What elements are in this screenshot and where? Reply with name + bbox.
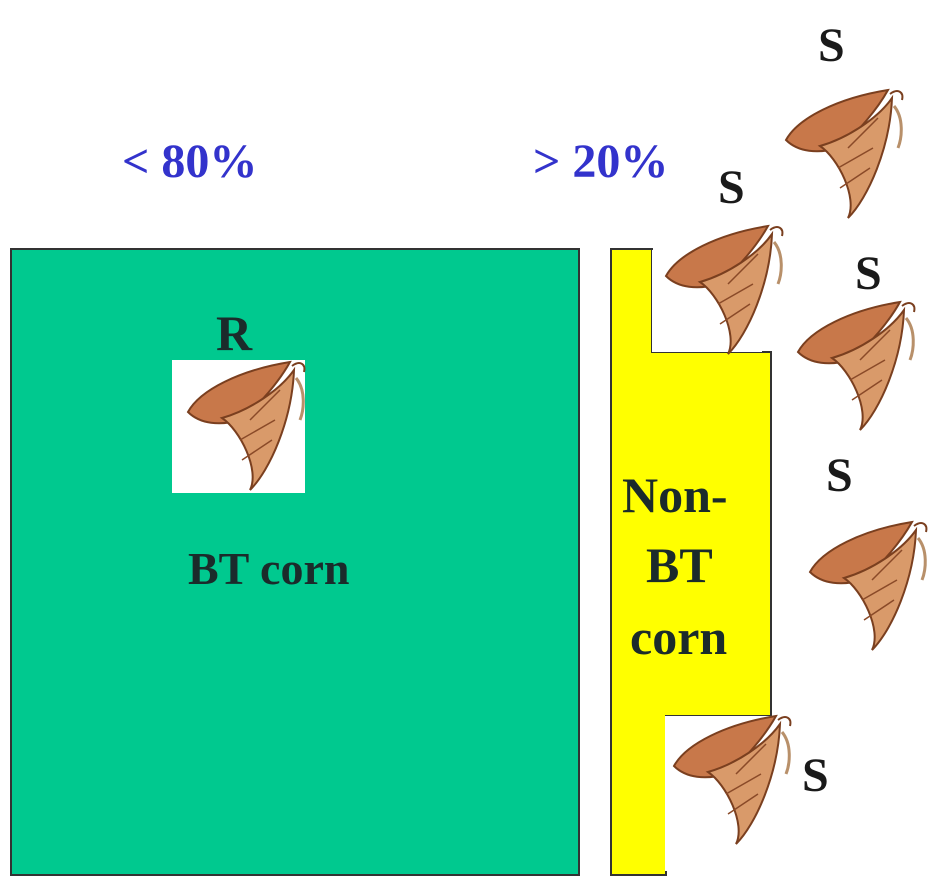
resistant-moth-label: R [216, 305, 253, 361]
susceptible-label-2: S [718, 161, 745, 214]
bt-corn-label: BT corn [188, 543, 350, 594]
non-bt-corn-label-line-2: BT [646, 537, 713, 593]
refuge-percentage-label: > 20% [533, 135, 669, 188]
moth-icon-susceptible-2 [664, 224, 784, 356]
susceptible-label-1: S [818, 19, 845, 72]
bt-corn-field [10, 248, 580, 876]
moth-icon-susceptible-1 [784, 88, 904, 220]
non-bt-corn-label-line-1: Non- [622, 467, 728, 523]
non-bt-corn-label-line-3: corn [630, 609, 728, 665]
moth-icon-susceptible-4 [808, 520, 928, 652]
moth-icon-resistant [186, 360, 306, 492]
bt-percentage-label: < 80% [122, 135, 258, 188]
susceptible-label-3: S [855, 247, 882, 300]
moth-icon-susceptible-3 [796, 300, 916, 432]
susceptible-label-5: S [802, 749, 829, 802]
moth-icon-susceptible-5 [672, 714, 792, 846]
susceptible-label-4: S [826, 449, 853, 502]
